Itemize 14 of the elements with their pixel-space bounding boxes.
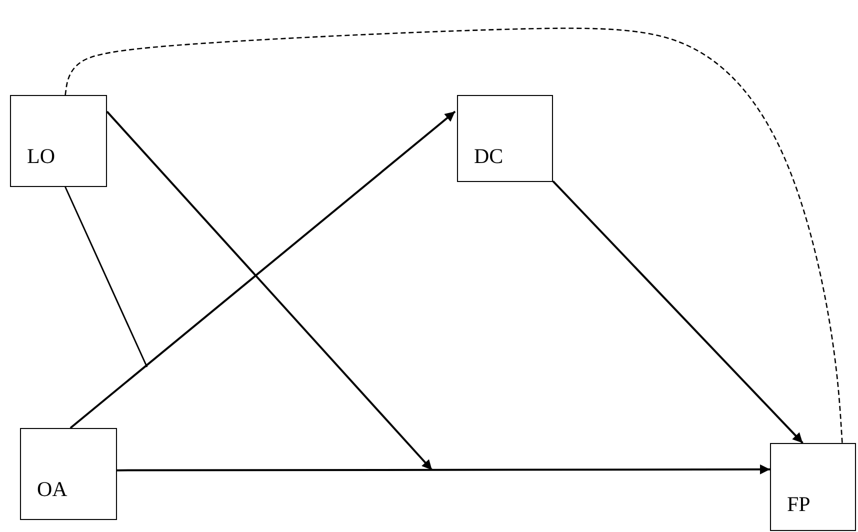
variable-label: DC xyxy=(474,144,504,169)
variable-box xyxy=(770,443,856,531)
dashed-connector xyxy=(64,28,843,444)
variable-box xyxy=(10,95,107,187)
arrow xyxy=(117,464,770,474)
arrow xyxy=(70,110,456,429)
moderation-line xyxy=(64,186,148,368)
moderation-arrow xyxy=(106,110,433,471)
variable-label: OA xyxy=(37,477,68,502)
variable-box xyxy=(20,428,117,520)
variable-label: FP xyxy=(787,492,810,517)
variable-box xyxy=(457,95,553,182)
arrow xyxy=(552,180,804,444)
variable-label: LO xyxy=(27,144,55,169)
